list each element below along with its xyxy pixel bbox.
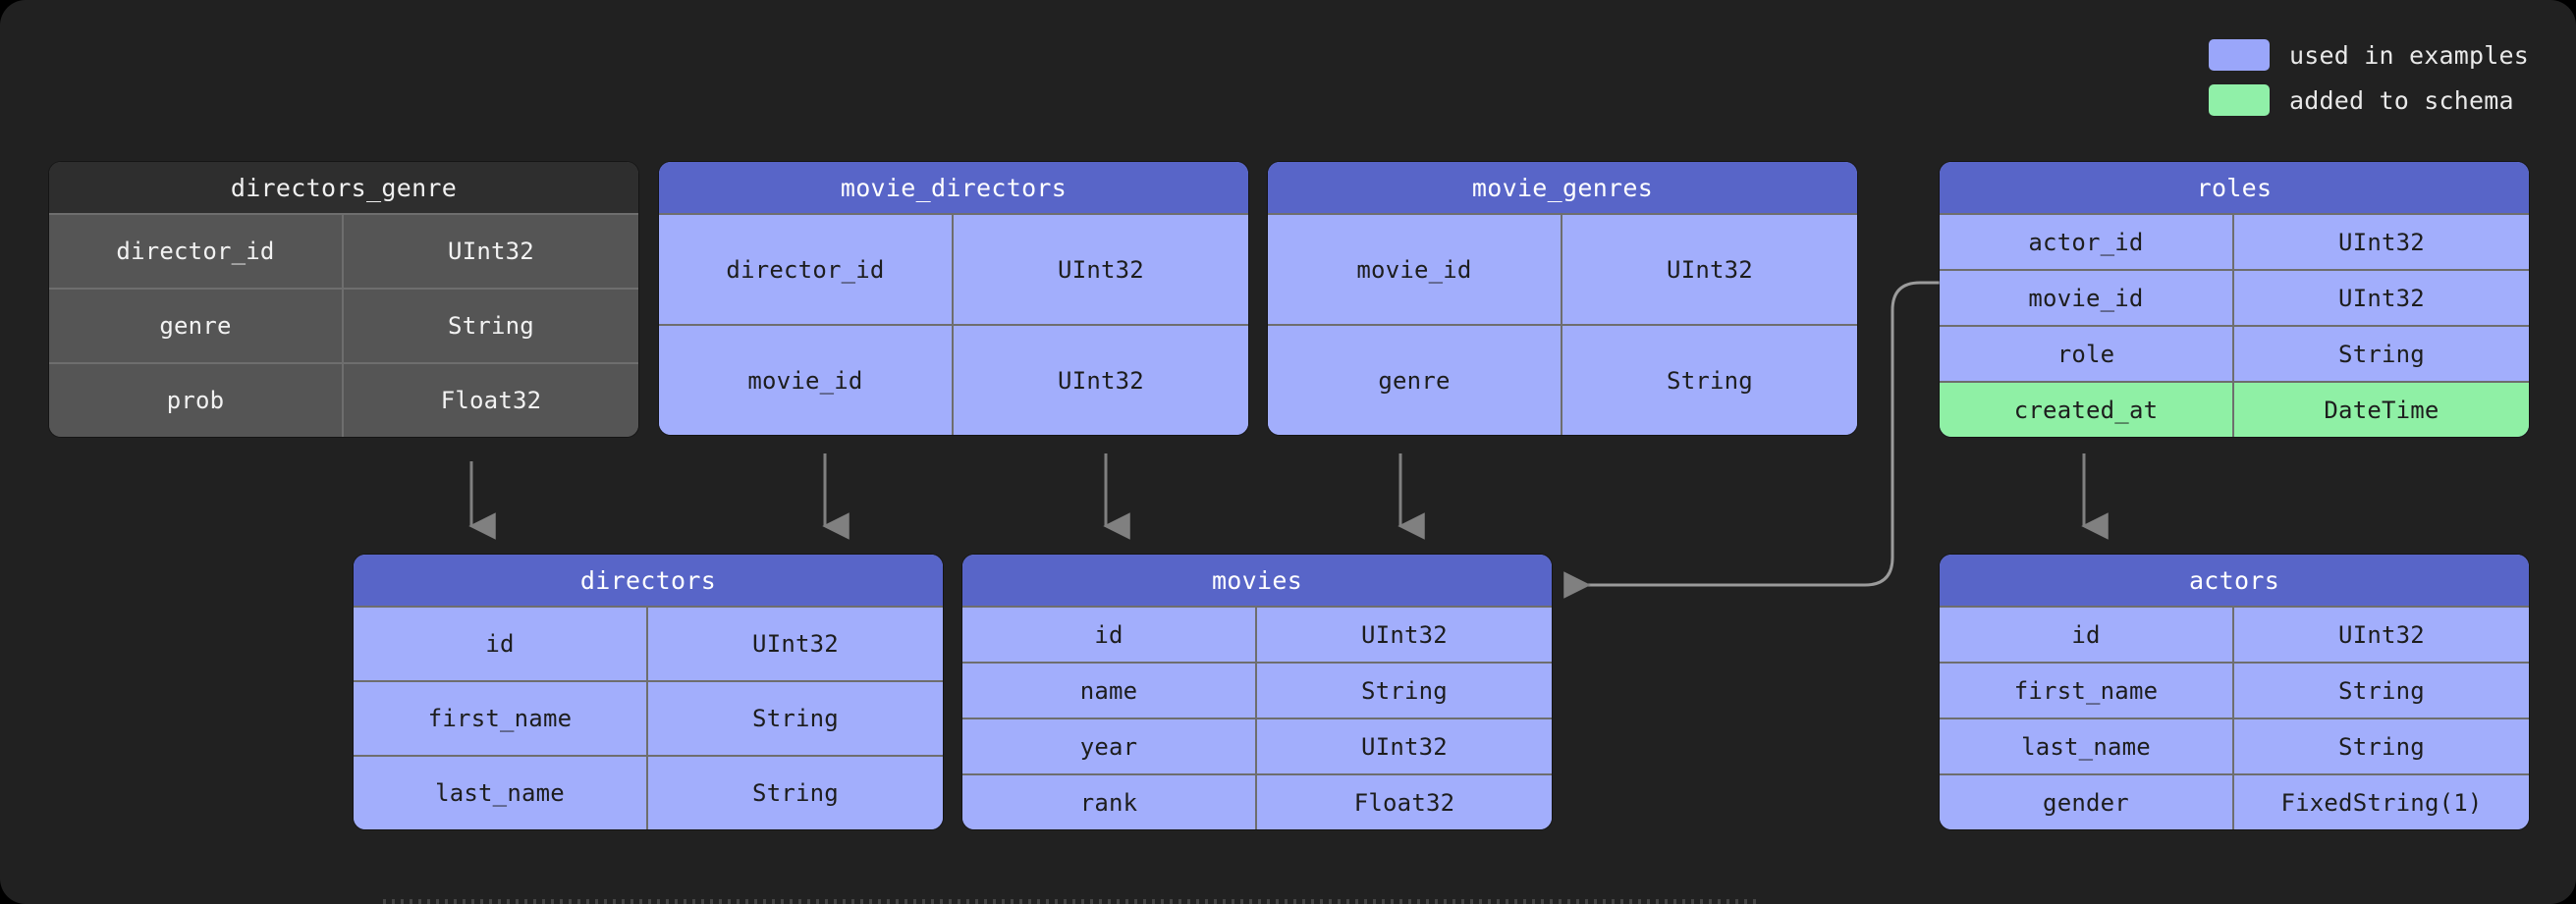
column-name-cell: created_at: [1940, 383, 2234, 437]
column-name-cell: last_name: [354, 757, 648, 829]
column-type-cell: String: [2234, 719, 2529, 773]
column-type-cell: Float32: [1257, 775, 1552, 829]
column-name-cell: director_id: [49, 215, 344, 288]
column-type-cell: UInt32: [1257, 719, 1552, 773]
column-name-cell: prob: [49, 364, 344, 437]
column-type-cell: Float32: [344, 364, 638, 437]
column-type-cell: String: [344, 290, 638, 362]
column-name-cell: rank: [962, 775, 1257, 829]
column-type-cell: DateTime: [2234, 383, 2529, 437]
column-type-cell: String: [648, 757, 943, 829]
table-title: actors: [1940, 555, 2529, 606]
column-name-cell: last_name: [1940, 719, 2234, 773]
column-name-cell: first_name: [1940, 664, 2234, 718]
table-title: roles: [1940, 162, 2529, 213]
column-type-cell: FixedString(1): [2234, 775, 2529, 829]
table-title: movie_directors: [659, 162, 1248, 213]
column-name-cell: movie_id: [1268, 215, 1562, 324]
column-name-cell: id: [962, 608, 1257, 662]
table-title: directors: [354, 555, 943, 606]
legend-item-added-to-schema: added to schema: [2208, 84, 2514, 116]
column-type-cell: String: [1562, 326, 1857, 435]
column-type-cell: UInt32: [2234, 271, 2529, 325]
column-name-cell: role: [1940, 327, 2234, 381]
column-name-cell: year: [962, 719, 1257, 773]
column-type-cell: UInt32: [2234, 608, 2529, 662]
column-name-cell: director_id: [659, 215, 954, 324]
column-type-cell: UInt32: [2234, 215, 2529, 269]
render-artifact-strip: [383, 899, 1758, 904]
column-name-cell: id: [1940, 608, 2234, 662]
column-type-cell: String: [1257, 664, 1552, 718]
column-name-cell: movie_id: [1940, 271, 2234, 325]
column-name-cell: actor_id: [1940, 215, 2234, 269]
column-name-cell: id: [354, 608, 648, 680]
column-type-cell: UInt32: [954, 215, 1248, 324]
column-type-cell: String: [2234, 664, 2529, 718]
column-name-cell: genre: [1268, 326, 1562, 435]
column-type-cell: UInt32: [344, 215, 638, 288]
column-name-cell: genre: [49, 290, 344, 362]
table-title: movies: [962, 555, 1552, 606]
table-title: movie_genres: [1268, 162, 1857, 213]
legend-label-used-in-examples: used in examples: [2288, 40, 2529, 70]
legend-item-used-in-examples: used in examples: [2208, 39, 2529, 71]
legend-label-added-to-schema: added to schema: [2288, 85, 2514, 115]
legend-swatch-used-in-examples: [2208, 39, 2270, 71]
column-type-cell: String: [2234, 327, 2529, 381]
column-name-cell: movie_id: [659, 326, 954, 435]
column-type-cell: UInt32: [648, 608, 943, 680]
column-type-cell: UInt32: [954, 326, 1248, 435]
column-name-cell: gender: [1940, 775, 2234, 829]
legend-swatch-added-to-schema: [2208, 84, 2270, 116]
column-type-cell: String: [648, 682, 943, 755]
table-title: directors_genre: [49, 162, 638, 213]
column-type-cell: UInt32: [1562, 215, 1857, 324]
column-name-cell: name: [962, 664, 1257, 718]
legend: used in examples added to schema: [2208, 39, 2529, 116]
column-type-cell: UInt32: [1257, 608, 1552, 662]
column-name-cell: first_name: [354, 682, 648, 755]
